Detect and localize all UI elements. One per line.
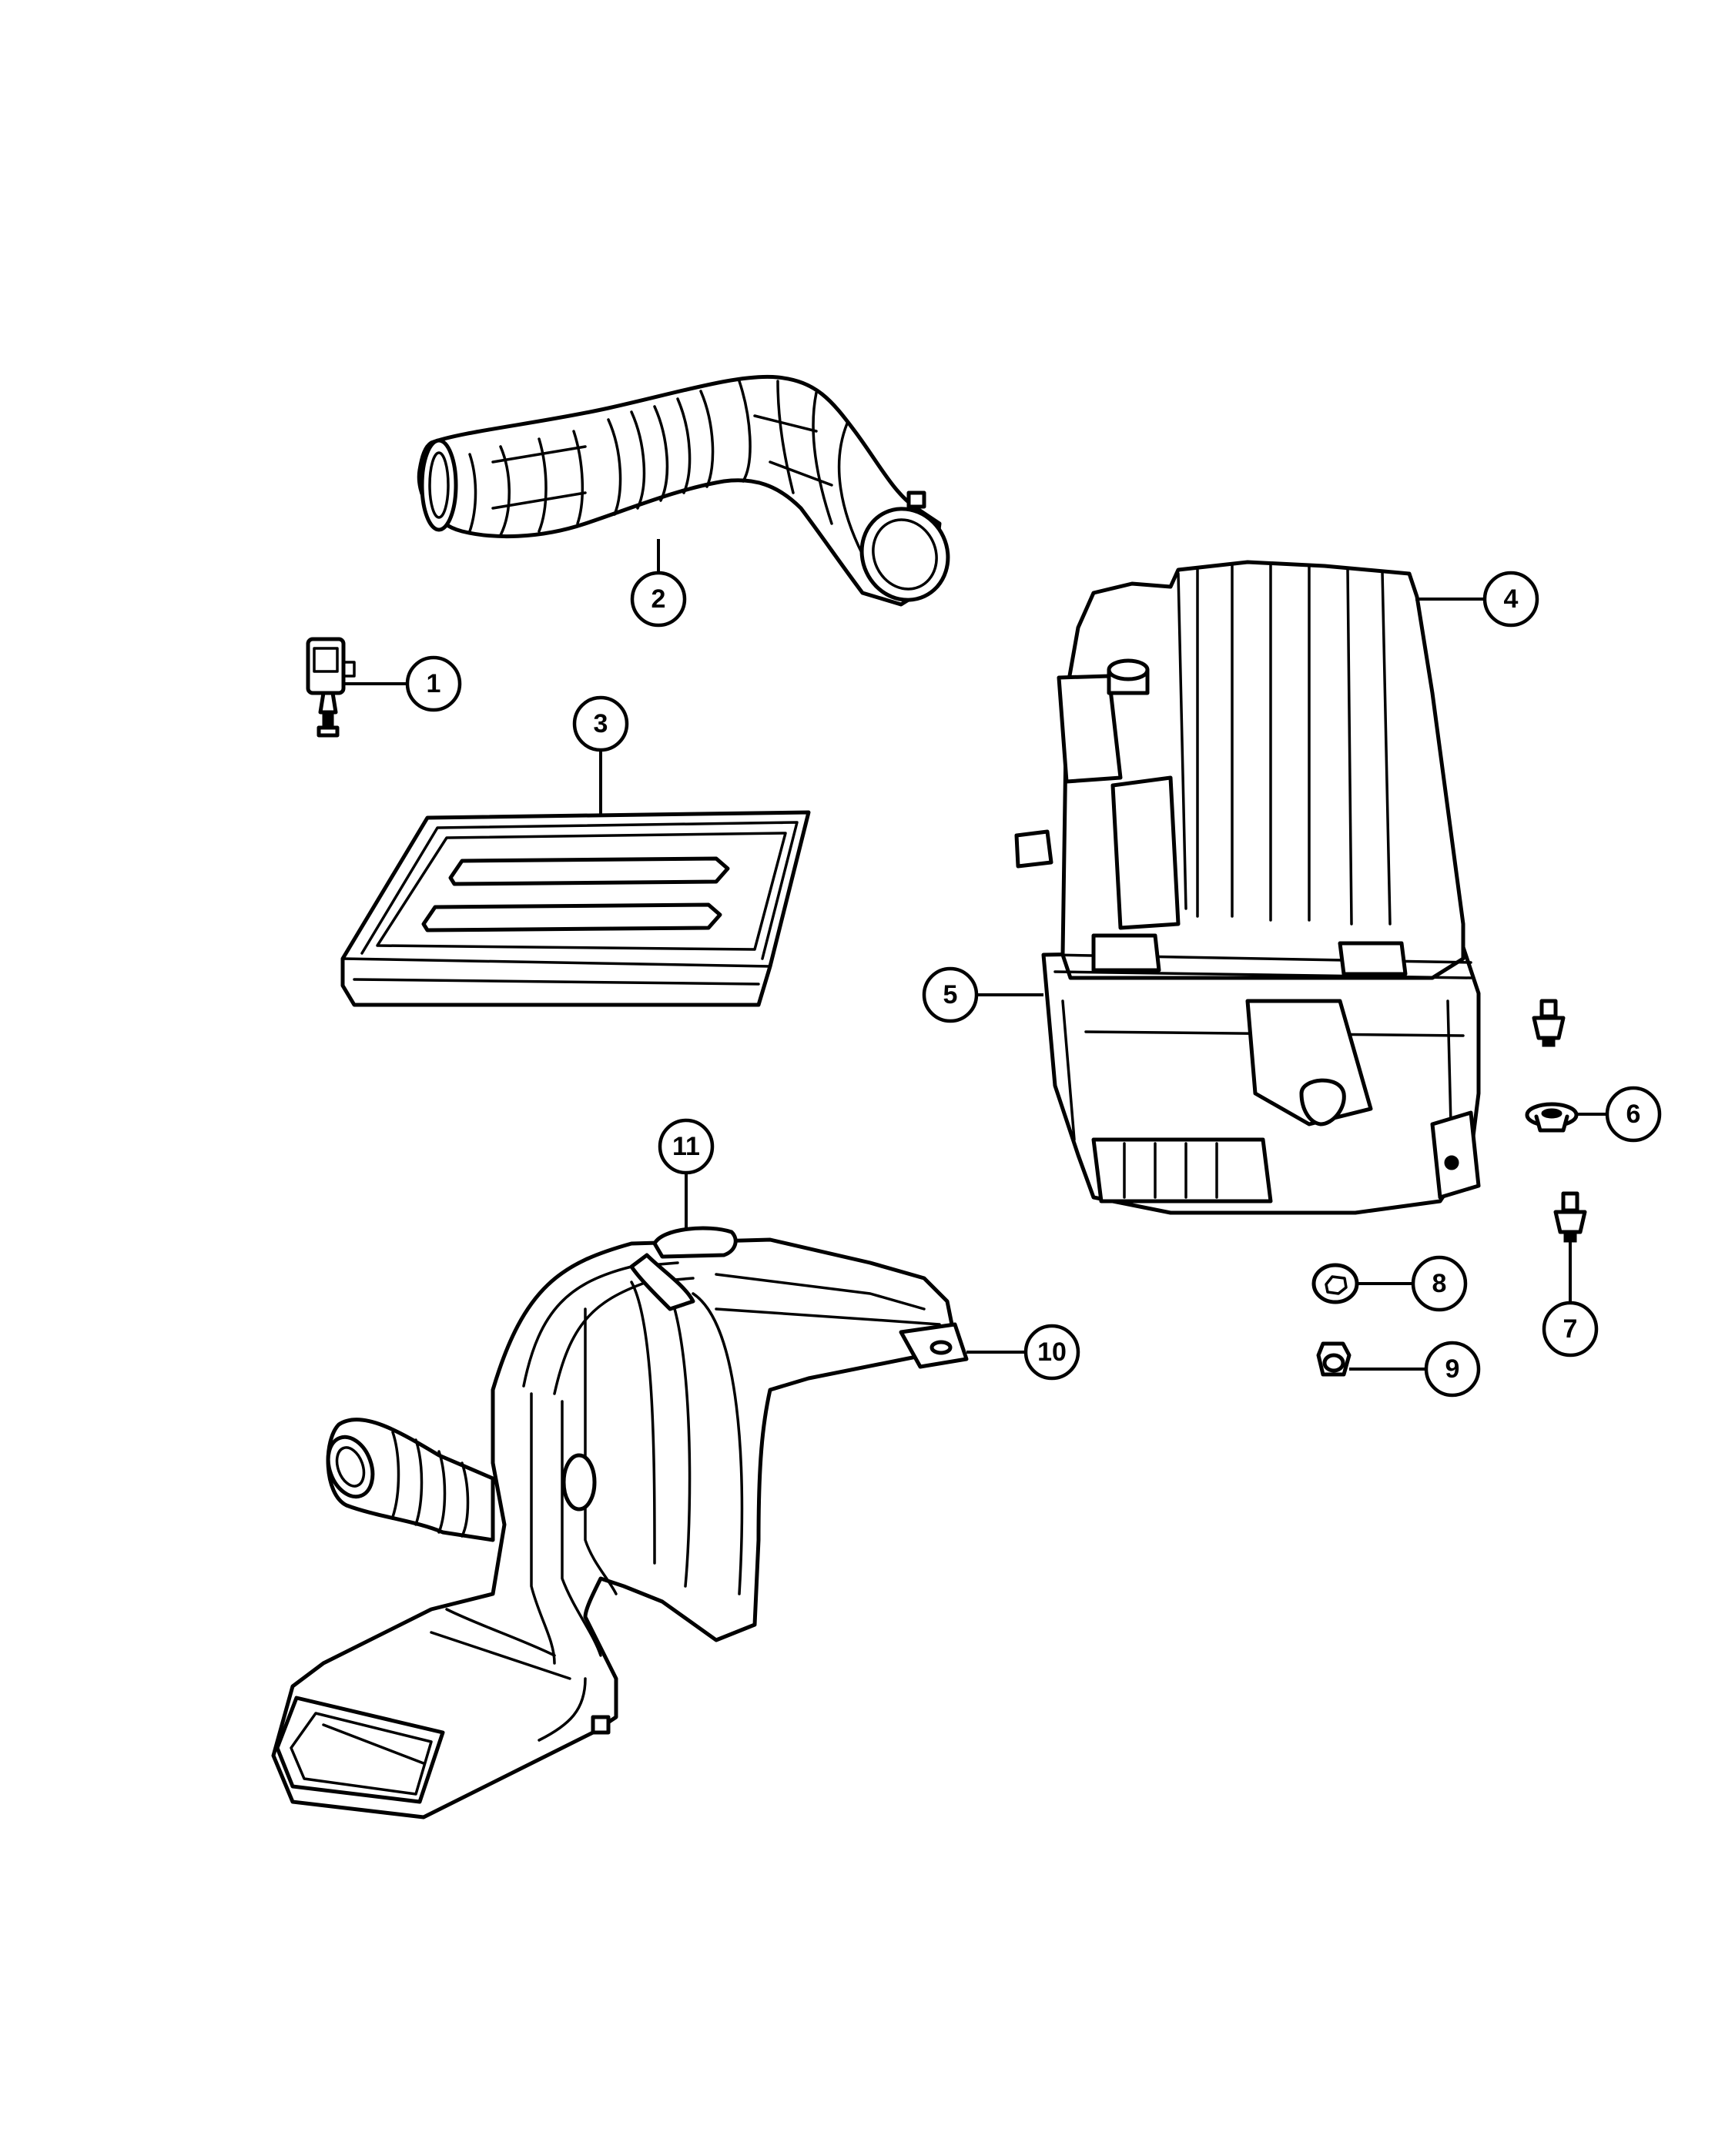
callout-4: 4 bbox=[1482, 571, 1539, 628]
callout-5-label: 5 bbox=[943, 980, 958, 1009]
callout-5: 5 bbox=[922, 966, 979, 1023]
callout-3-label: 3 bbox=[594, 709, 608, 738]
part-6-grommet bbox=[1525, 1102, 1579, 1133]
callout-2: 2 bbox=[630, 571, 687, 628]
callout-10-label: 10 bbox=[1037, 1337, 1067, 1367]
part-3-air-filter bbox=[340, 810, 811, 1007]
part-1-sensor bbox=[306, 637, 356, 738]
callout-9-label: 9 bbox=[1445, 1354, 1460, 1384]
part-10-11-inlet-duct bbox=[271, 1226, 969, 1820]
callout-7: 7 bbox=[1542, 1301, 1599, 1358]
leader-lines bbox=[343, 539, 1607, 1371]
callout-1: 1 bbox=[405, 655, 462, 712]
part-7-bolt bbox=[1553, 1191, 1587, 1243]
callout-4-label: 4 bbox=[1504, 584, 1519, 614]
callout-8: 8 bbox=[1411, 1255, 1468, 1312]
callout-11: 11 bbox=[658, 1118, 715, 1175]
callout-6-label: 6 bbox=[1626, 1100, 1641, 1129]
part-2-intake-hose bbox=[417, 374, 950, 607]
callout-7-label: 7 bbox=[1563, 1314, 1578, 1344]
callout-8-label: 8 bbox=[1432, 1269, 1447, 1298]
callout-1-label: 1 bbox=[427, 669, 441, 698]
part-8-washer bbox=[1311, 1263, 1359, 1304]
callout-11-label: 11 bbox=[672, 1132, 700, 1161]
callout-6: 6 bbox=[1605, 1086, 1662, 1143]
bolt-upper bbox=[1532, 999, 1566, 1047]
callout-2-label: 2 bbox=[651, 584, 666, 614]
part-9-nut bbox=[1316, 1341, 1352, 1377]
part-4-5-air-cleaner-housing bbox=[1014, 560, 1481, 1215]
callout-3: 3 bbox=[572, 695, 629, 752]
callout-9: 9 bbox=[1424, 1341, 1481, 1398]
callout-10: 10 bbox=[1023, 1324, 1080, 1381]
